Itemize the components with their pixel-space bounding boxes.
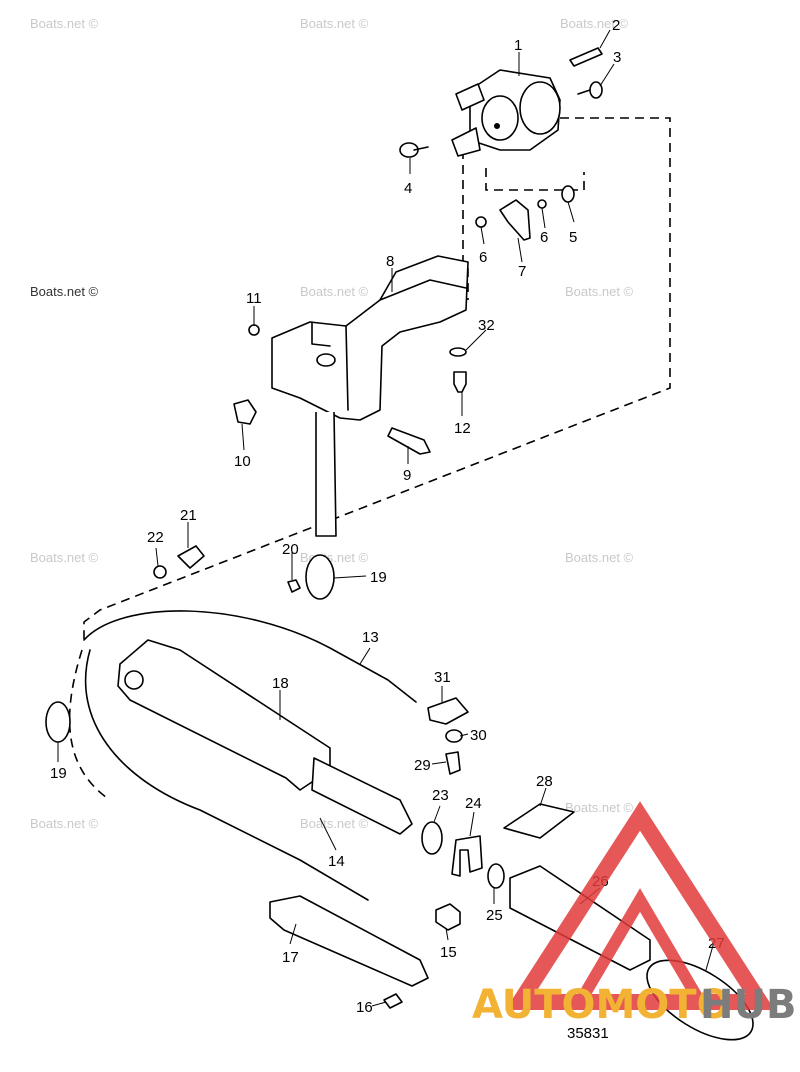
callout-2: 2: [612, 17, 620, 34]
plate-part-7: [499, 199, 531, 241]
nut-part-30: [445, 729, 463, 743]
leader-lines: [57, 29, 715, 1007]
knob-part-15: [435, 903, 461, 931]
cable-part-13: [83, 610, 417, 703]
callouts: 1 2 3 4 5 6 6 7 8 9 10 11 12 13 14 15 16…: [50, 17, 725, 1016]
callout-13: 13: [362, 629, 379, 646]
logo-text-hub: HUB: [700, 982, 796, 1028]
pin-part-2: [569, 47, 603, 67]
callout-10: 10: [234, 453, 251, 470]
callout-28: 28: [536, 773, 553, 790]
callout-31: 31: [434, 669, 451, 686]
bracket-outline: [485, 168, 585, 191]
o-ring-part-23: [421, 821, 443, 855]
diagram-number: 35831: [567, 1025, 609, 1042]
watermark: Boats.net ©: [300, 284, 369, 299]
washer-part-19: [45, 701, 71, 743]
nut-part-6: [537, 199, 547, 209]
o-ring-part-25: [487, 863, 505, 889]
watermark: Boats.net ©: [300, 816, 369, 831]
callout-16: 16: [356, 999, 373, 1016]
screw-part-4: [399, 142, 429, 158]
callout-4: 4: [404, 180, 412, 197]
logo-text-automoto: AUTOMOTO: [472, 982, 731, 1028]
decal-part-28: [503, 803, 575, 839]
bracket-part-17: [269, 895, 429, 987]
cable-part-14: [84, 649, 369, 901]
callout-12: 12: [454, 420, 471, 437]
tiller-arm-part-18: [117, 639, 413, 835]
callout-22: 22: [147, 529, 164, 546]
watermark: Boats.net ©: [565, 550, 634, 565]
callout-29: 29: [414, 757, 431, 774]
bolt-part-9: [387, 427, 431, 455]
fitting-part-21: [177, 545, 205, 569]
watermark: Boats.net ©: [30, 816, 99, 831]
callout-18: 18: [272, 675, 289, 692]
watermark: Boats.net ©: [30, 16, 99, 31]
callout-24: 24: [465, 795, 482, 812]
tiller-bracket-part-8: [271, 255, 469, 537]
callout-5: 5: [569, 229, 577, 246]
nut-part-22: [153, 565, 167, 579]
screw-part-12: [453, 371, 467, 393]
nut-part-6: [475, 216, 487, 228]
callout-20: 20: [282, 541, 299, 558]
callout-19: 19: [50, 765, 67, 782]
automotohub-logo: AUTOMOTO HUB: [472, 801, 796, 1028]
callout-6: 6: [540, 229, 548, 246]
callout-3: 3: [613, 49, 621, 66]
callout-11: 11: [246, 290, 262, 307]
callout-21: 21: [180, 507, 197, 524]
watermark: Boats.net ©: [560, 16, 629, 31]
watermark: Boats.net ©: [565, 284, 634, 299]
callout-30: 30: [470, 727, 487, 744]
callout-19: 19: [370, 569, 387, 586]
watermark: Boats.net ©: [565, 800, 634, 815]
connector-part-31: [427, 697, 469, 725]
cable-loop-outline: [68, 649, 111, 801]
nut-part-11: [248, 324, 260, 336]
callout-8: 8: [386, 253, 394, 270]
callout-9: 9: [403, 467, 411, 484]
callout-7: 7: [518, 263, 526, 280]
callout-17: 17: [282, 949, 299, 966]
screw-part-3: [577, 81, 603, 99]
washer-part-32: [449, 347, 467, 357]
watermark: Boats.net ©: [300, 16, 369, 31]
washer-part-5: [561, 185, 575, 203]
screw-part-16: [383, 993, 403, 1009]
callout-25: 25: [486, 907, 503, 924]
callout-32: 32: [478, 317, 495, 334]
screw-part-29: [445, 751, 461, 775]
clip-part-24: [451, 835, 483, 877]
washer-part-19: [305, 554, 335, 600]
callout-1: 1: [514, 37, 522, 54]
watermark: Boats.net ©: [30, 550, 99, 565]
logo-triangle-mark: [505, 801, 775, 1010]
callout-23: 23: [432, 787, 449, 804]
callout-14: 14: [328, 853, 345, 870]
nut-part-20: [287, 579, 301, 593]
watermark: Boats.net ©: [30, 284, 99, 299]
callout-6: 6: [479, 249, 487, 266]
cap-part-10: [233, 399, 257, 425]
bracket-part-1: [451, 69, 561, 157]
callout-15: 15: [440, 944, 457, 961]
